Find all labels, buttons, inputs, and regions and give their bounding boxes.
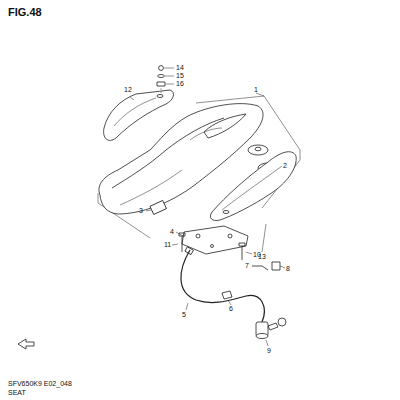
callout-number: 16: [176, 80, 184, 88]
callout-number: 8: [286, 265, 290, 273]
callout-number: 9: [267, 347, 271, 355]
figure-title: FIG.48: [8, 6, 42, 18]
callout-number: 6: [229, 305, 233, 313]
callout-number: 14: [176, 64, 184, 72]
callout-number: 15: [176, 72, 184, 80]
callout-number: 13: [258, 253, 266, 261]
callout-number: 11: [164, 241, 171, 249]
figure-caption: SEAT: [8, 389, 26, 397]
callout-number: 7: [245, 262, 249, 270]
figure-caption: SFV650K9 E02_048: [8, 380, 72, 388]
callout-number: 2: [283, 162, 287, 170]
callout-number: 4: [170, 228, 174, 236]
callout-number: 5: [182, 311, 186, 319]
callout-number: 12: [124, 86, 132, 94]
callout-number: 1: [254, 86, 258, 94]
callout-number: 3: [139, 207, 143, 215]
